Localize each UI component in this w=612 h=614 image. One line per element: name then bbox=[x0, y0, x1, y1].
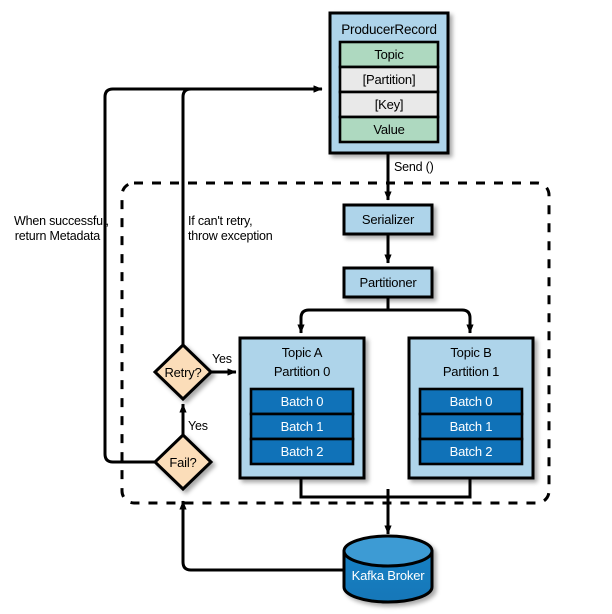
kafka-broker-cylinder[interactable] bbox=[342, 534, 434, 604]
topic-a-batch-1[interactable] bbox=[249, 412, 355, 441]
fail-yes-label: Yes bbox=[188, 419, 208, 433]
broker-to-fail-edge bbox=[179, 500, 344, 572]
producer-record-field-key[interactable] bbox=[338, 90, 440, 119]
partitioner-to-topic-b-edge bbox=[388, 308, 474, 334]
producer-record-field-partition[interactable] bbox=[338, 65, 440, 94]
topic-a-to-broker-edge bbox=[299, 478, 388, 499]
producer-boundary bbox=[120, 181, 551, 505]
partitioner-to-topic-a-edge bbox=[297, 308, 388, 334]
topic-b-to-broker-edge bbox=[388, 478, 472, 499]
producer-record-field-value[interactable] bbox=[338, 115, 440, 144]
send-edge-label: Send () bbox=[394, 160, 434, 174]
serializer-box[interactable] bbox=[342, 203, 434, 236]
topic-b-batch-0[interactable] bbox=[418, 387, 524, 416]
success-return-path bbox=[103, 85, 323, 464]
retry-yes-label: Yes bbox=[212, 352, 232, 366]
topic-a-batch-0[interactable] bbox=[249, 387, 355, 416]
topic-a-batch-2[interactable] bbox=[249, 437, 355, 466]
retry-decision-diamond[interactable] bbox=[152, 342, 214, 402]
success-return-annotation: When successful,return Metadata bbox=[14, 214, 109, 243]
topic-b-batch-2[interactable] bbox=[418, 437, 524, 466]
throw-exception-annotation: If can't retry,throw exception bbox=[188, 214, 273, 243]
partitioner-box[interactable] bbox=[342, 266, 434, 299]
fail-decision-diamond[interactable] bbox=[152, 432, 214, 492]
throw-exception-path bbox=[181, 85, 323, 345]
topic-b-batch-1[interactable] bbox=[418, 412, 524, 441]
producer-record-field-topic[interactable] bbox=[338, 40, 440, 69]
